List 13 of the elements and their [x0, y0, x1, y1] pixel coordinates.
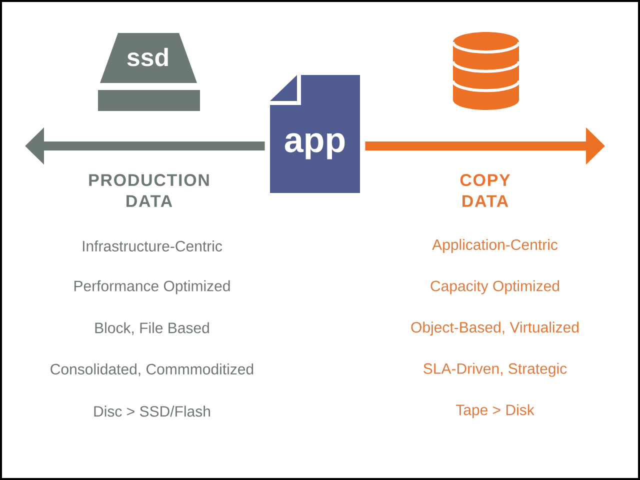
list-item: Tape > Disk [456, 404, 534, 418]
list-item: Performance Optimized [74, 280, 230, 294]
list-item: Disc > SSD/Flash [94, 406, 210, 417]
list-item: SLA-Driven, Strategic [424, 362, 567, 377]
database-icon [452, 32, 520, 110]
list-item: Object-Based, Virtualized [411, 322, 578, 336]
column-heading: COPY DATA [460, 174, 510, 207]
list-item: Application-Centric [432, 239, 558, 253]
column-heading: PRODUCTION DATA [89, 174, 209, 207]
list-item: Capacity Optimized [430, 280, 560, 294]
list-item: Consolidated, Commmoditized [50, 364, 254, 376]
list-item: Infrastructure-Centric [82, 240, 222, 252]
list-item: Block, File Based [95, 322, 209, 335]
